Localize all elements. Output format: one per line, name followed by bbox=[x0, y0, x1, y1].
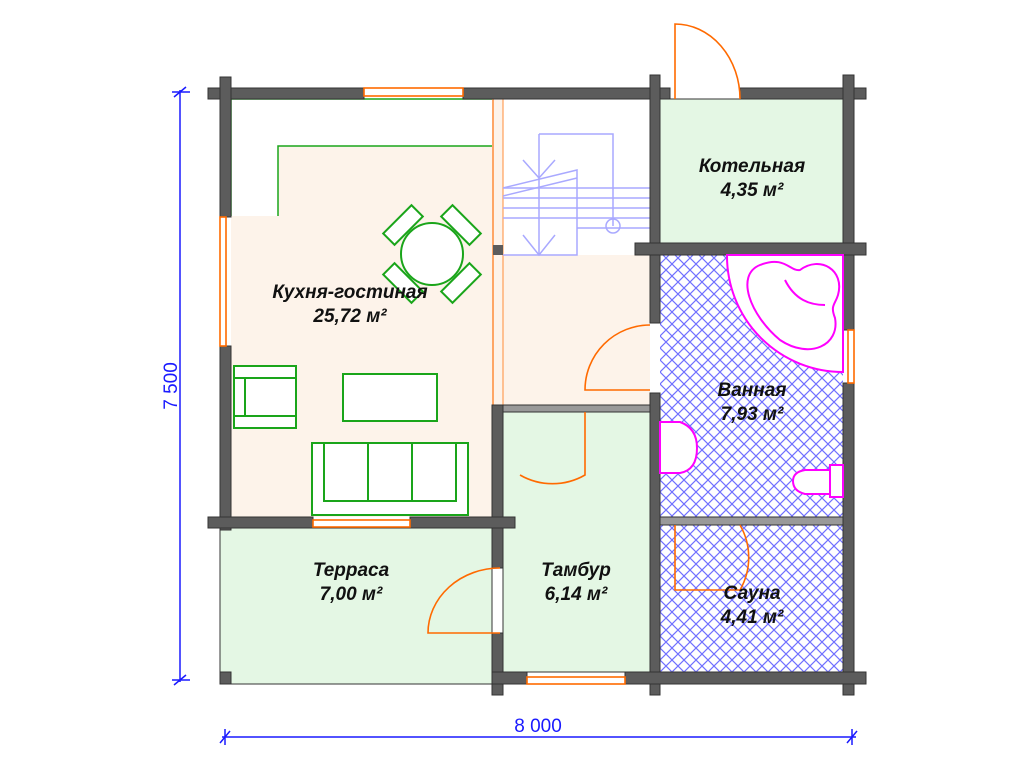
furniture bbox=[233, 203, 483, 516]
dimension-width bbox=[219, 729, 858, 745]
sanitary bbox=[659, 254, 844, 498]
height-dimension-label: 7 500 bbox=[161, 362, 182, 410]
vestibule-name: Тамбур bbox=[541, 560, 611, 581]
walls bbox=[207, 74, 867, 696]
stair-hall bbox=[492, 99, 650, 405]
terrace-name: Терраса bbox=[313, 560, 390, 581]
room-sauna bbox=[660, 525, 843, 672]
windows bbox=[219, 87, 855, 685]
terrace-area: 7,00 м² bbox=[320, 584, 383, 605]
room-vestibule bbox=[502, 411, 651, 673]
bathroom-name: Ванная bbox=[718, 380, 787, 401]
room-terrace bbox=[219, 527, 493, 685]
dimension-height bbox=[172, 86, 190, 686]
coffee-table bbox=[342, 373, 438, 422]
vestibule-area: 6,14 м² bbox=[545, 584, 608, 605]
sofa bbox=[311, 442, 469, 516]
bathroom-area: 7,93 м² bbox=[721, 404, 784, 425]
kitchen-name: Кухня-гостиная bbox=[272, 282, 427, 303]
boiler-name: Котельная bbox=[699, 156, 805, 177]
armchair bbox=[233, 365, 297, 429]
room-labels: Кухня-гостиная 25,72 м² Котельная 4,35 м… bbox=[272, 156, 805, 628]
staircase bbox=[502, 133, 650, 257]
kitchen-area: 25,72 м² bbox=[312, 306, 387, 327]
width-dimension-label: 8 000 bbox=[514, 716, 562, 737]
dining-table bbox=[381, 203, 483, 305]
sauna-name: Сауна bbox=[723, 583, 781, 604]
boiler-area: 4,35 м² bbox=[720, 180, 784, 201]
doors bbox=[427, 23, 750, 634]
sauna-area: 4,41 м² bbox=[720, 607, 784, 628]
